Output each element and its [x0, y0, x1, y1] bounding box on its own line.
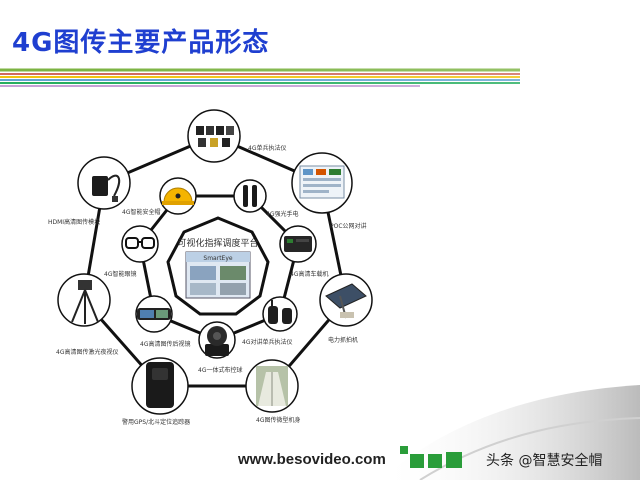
outer-label-3: 4G图传微型机身: [256, 416, 300, 424]
outer-label-6: HDMI高清图传模块: [48, 218, 100, 226]
inner-label-2: 4G高清车载机: [290, 270, 328, 278]
inner-node-smart-glasses: 4G智能眼镜: [104, 225, 159, 278]
inner-node-flashlight: 4G强光手电: [233, 179, 298, 218]
outer-label-0: 4G单兵执法仪: [248, 144, 286, 152]
footer-website[interactable]: www.besovideo.com: [238, 451, 386, 468]
slide-title: 4G图传主要产品形态: [12, 28, 270, 58]
watermark: 头条 @智慧安全帽: [486, 453, 603, 469]
outer-label-2: 电力抓拍机: [328, 336, 358, 344]
outer-node-gps-tracker: 警用GPS/北斗定位追踪器: [122, 357, 190, 426]
center-subtitle: SmartEye: [203, 255, 232, 262]
outer-node-micro-body: 4G图传微型机身: [245, 359, 300, 424]
inner-label-4: 4G一体式布控球: [198, 366, 242, 374]
inner-node-helmet: 4G智能安全帽: [122, 177, 197, 216]
inner-label-5: 4G高清图传后视镜: [140, 340, 190, 348]
title-decoration: [0, 62, 640, 92]
outer-label-5: 4G高清图传激光夜视仪: [56, 348, 118, 356]
inner-node-vehicle-unit: 4G高清车载机: [279, 225, 328, 278]
inner-label-3: 4G对讲单兵执法仪: [242, 338, 292, 346]
center-platform: 可视化指挥调度平台 SmartEye: [166, 216, 270, 316]
outer-node-power-camera: 电力抓拍机: [319, 273, 373, 344]
brand-squares: [400, 446, 470, 476]
outer-label-1: POC公网对讲: [330, 222, 367, 230]
outer-node-law-recorder: 4G单兵执法仪: [187, 109, 286, 163]
inner-node-intercom-recorder: 4G对讲单兵执法仪: [242, 296, 298, 346]
outer-node-poc: POC公网对讲: [291, 152, 367, 230]
inner-label-0: 4G智能安全帽: [122, 208, 160, 216]
inner-label-6: 4G智能眼镜: [104, 270, 136, 278]
inner-label-1: 4G强光手电: [266, 210, 298, 218]
outer-node-night-vision: 4G高清图传激光夜视仪: [56, 273, 118, 356]
inner-node-rearview-mirror: 4G高清图传后视镜: [135, 295, 190, 348]
inner-node-dome-camera: 4G一体式布控球: [198, 321, 242, 374]
outer-label-4: 警用GPS/北斗定位追踪器: [122, 418, 190, 426]
outer-node-hdmi-module: HDMI高清图传模块: [48, 156, 131, 226]
center-title: 可视化指挥调度平台: [177, 237, 258, 249]
